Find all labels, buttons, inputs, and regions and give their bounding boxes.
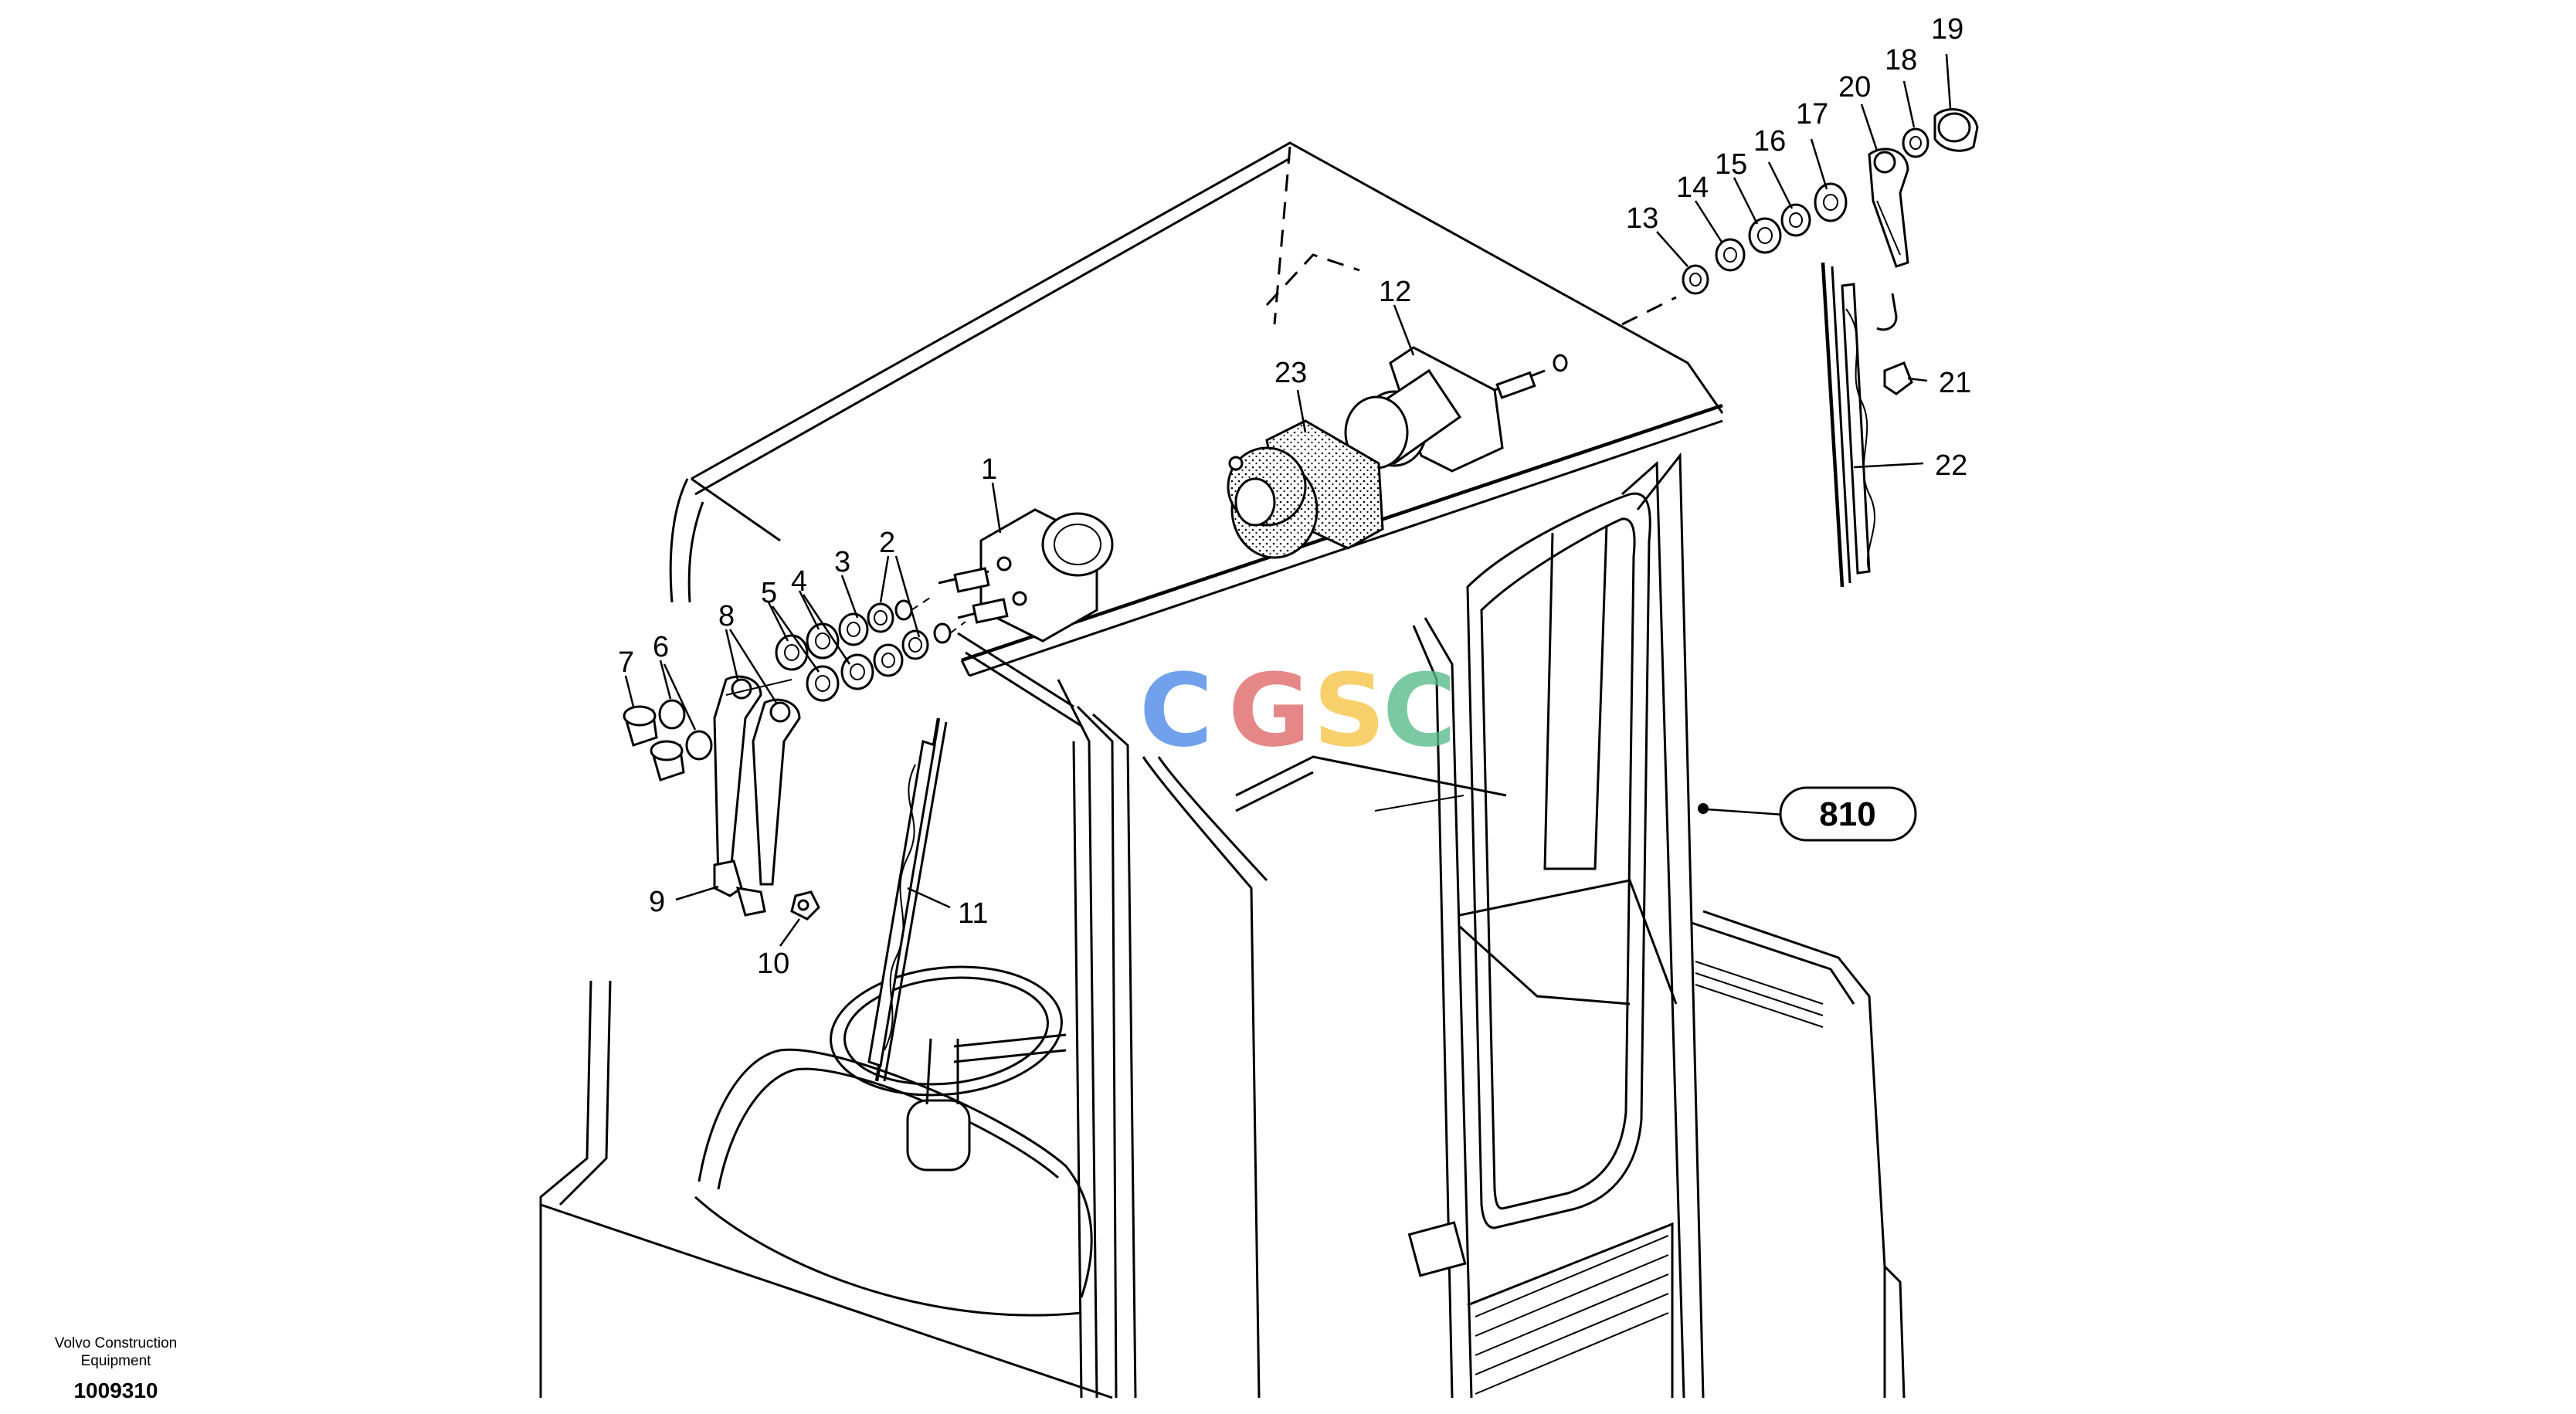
part-label-13: 13 <box>1626 202 1658 235</box>
reference-label: 810 <box>1819 795 1875 833</box>
part-label-1: 1 <box>981 453 997 486</box>
part-label-2: 2 <box>879 527 895 559</box>
footer: Volvo Construction Equipment 1009310 <box>55 1335 177 1402</box>
watermark-letter-3: S <box>1313 652 1386 769</box>
part-11-wiper-blade <box>867 717 948 1082</box>
part-label-14: 14 <box>1676 171 1709 204</box>
part-label-20: 20 <box>1838 71 1871 103</box>
part-23-motor-cover <box>1227 419 1384 559</box>
part-label-21: 21 <box>1939 367 1971 399</box>
part-label-19: 19 <box>1931 13 1963 46</box>
watermark-letter-2: G <box>1228 652 1311 769</box>
company-name-line-1: Volvo Construction <box>55 1335 177 1351</box>
leader-lines <box>624 53 1952 947</box>
part-label-15: 15 <box>1715 148 1747 181</box>
part-21-22-rear-blade <box>1821 262 1913 588</box>
part-label-9: 9 <box>649 886 665 918</box>
part-number-labels: 1 2 3 4 5 6 7 8 9 10 11 12 13 14 15 16 1… <box>618 13 1971 980</box>
part-label-17: 17 <box>1796 98 1828 131</box>
part-label-10: 10 <box>757 948 789 980</box>
part-1-wiper-motor <box>938 508 1114 643</box>
part-label-11: 11 <box>958 897 988 930</box>
drawing-number: 1009310 <box>73 1378 158 1402</box>
part-label-16: 16 <box>1753 125 1786 158</box>
parts-2-6-fasteners <box>658 594 966 761</box>
company-name-line-2: Equipment <box>81 1353 152 1369</box>
part-label-3: 3 <box>834 546 850 578</box>
watermark: C G S C <box>1139 652 1456 769</box>
watermark-letter-1: C <box>1139 652 1213 769</box>
part-label-12: 12 <box>1379 276 1411 308</box>
part-label-23: 23 <box>1274 357 1307 389</box>
part-label-18: 18 <box>1885 44 1917 76</box>
part-label-22: 22 <box>1935 449 1967 482</box>
cab-outline <box>539 141 1906 1399</box>
reference-callout: 810 <box>1779 786 1917 842</box>
part-8-wiper-arms <box>713 675 820 921</box>
watermark-letter-4: C <box>1383 652 1456 769</box>
part-label-8: 8 <box>718 600 735 632</box>
part-7-caps <box>623 705 685 782</box>
part-label-6: 6 <box>653 631 669 663</box>
parts-13-20-rear-fasteners <box>1682 108 1979 331</box>
part-label-5: 5 <box>761 577 777 609</box>
part-12-rear-wiper-motor <box>1344 346 1568 473</box>
part-label-7: 7 <box>618 646 634 679</box>
part-label-4: 4 <box>791 565 807 598</box>
